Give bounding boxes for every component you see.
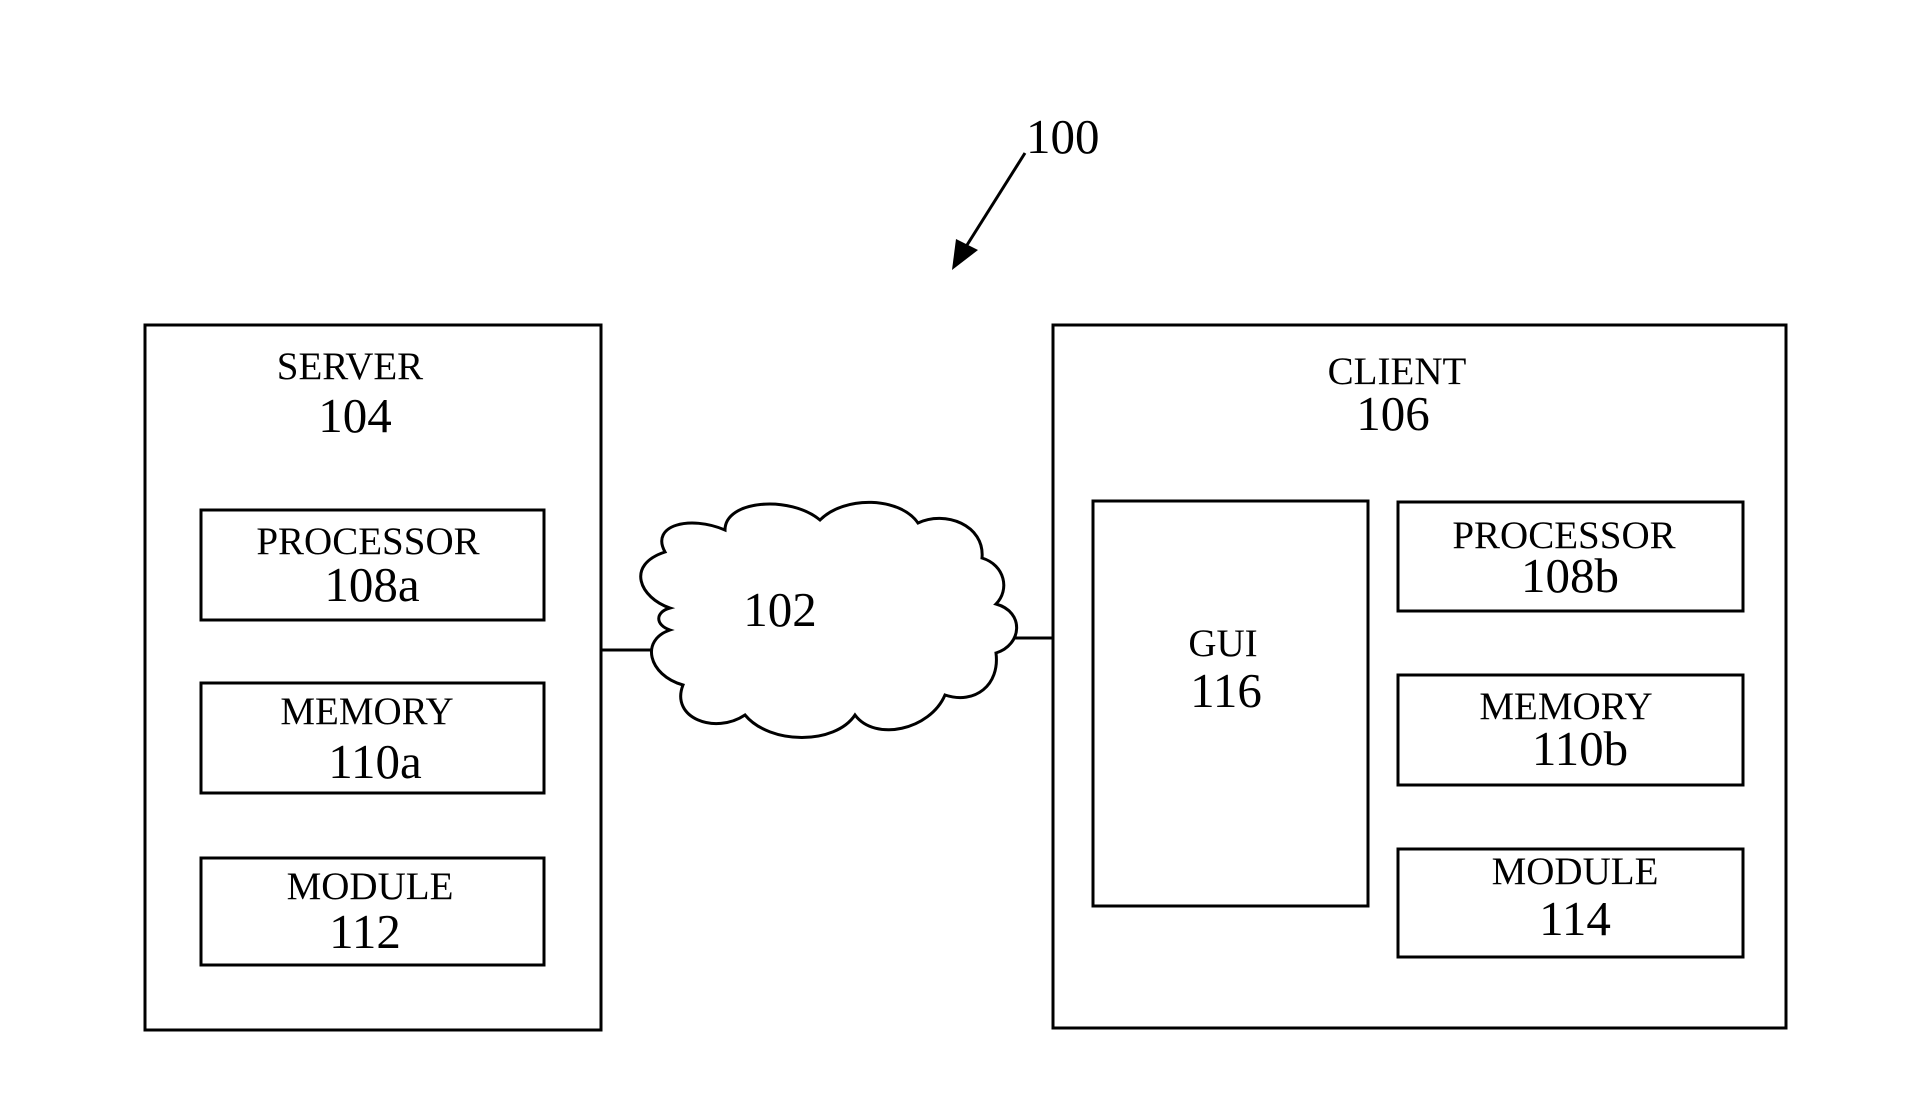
server-processor-ref: 108a: [324, 557, 420, 612]
client-module-box: MODULE 114: [1398, 849, 1743, 957]
network-cloud-shape: [641, 502, 1017, 737]
server-memory-title: MEMORY: [280, 690, 453, 733]
client-ref: 106: [1356, 386, 1430, 441]
client-module-title: MODULE: [1492, 850, 1659, 893]
server-ref: 104: [318, 388, 392, 443]
network-cloud: 102: [641, 502, 1017, 737]
figure-ref-arrowhead: [952, 239, 978, 270]
client-box: CLIENT 106 GUI 116 PROCESSOR 108b MEMORY…: [1053, 325, 1786, 1028]
figure-ref-label: 100: [1026, 109, 1100, 164]
server-memory-ref: 110a: [328, 734, 422, 789]
server-box: SERVER 104 PROCESSOR 108a MEMORY 110a MO…: [145, 325, 601, 1030]
client-memory-box: MEMORY 110b: [1398, 675, 1743, 785]
client-memory-ref: 110b: [1532, 721, 1628, 776]
server-processor-box: PROCESSOR 108a: [201, 510, 544, 620]
client-gui-box: GUI 116: [1093, 501, 1368, 906]
server-module-title: MODULE: [287, 865, 454, 908]
client-module-ref: 114: [1539, 891, 1611, 946]
figure-ref-arrow-shaft: [962, 153, 1025, 253]
client-gui-ref: 116: [1190, 663, 1262, 718]
client-gui-title: GUI: [1188, 622, 1257, 665]
network-ref-label: 102: [743, 582, 817, 637]
client-processor-ref: 108b: [1521, 548, 1619, 603]
server-module-ref: 112: [329, 904, 401, 959]
server-title: SERVER: [277, 345, 423, 388]
server-module-box: MODULE 112: [201, 858, 544, 965]
server-memory-box: MEMORY 110a: [201, 683, 544, 793]
client-processor-box: PROCESSOR 108b: [1398, 502, 1743, 611]
